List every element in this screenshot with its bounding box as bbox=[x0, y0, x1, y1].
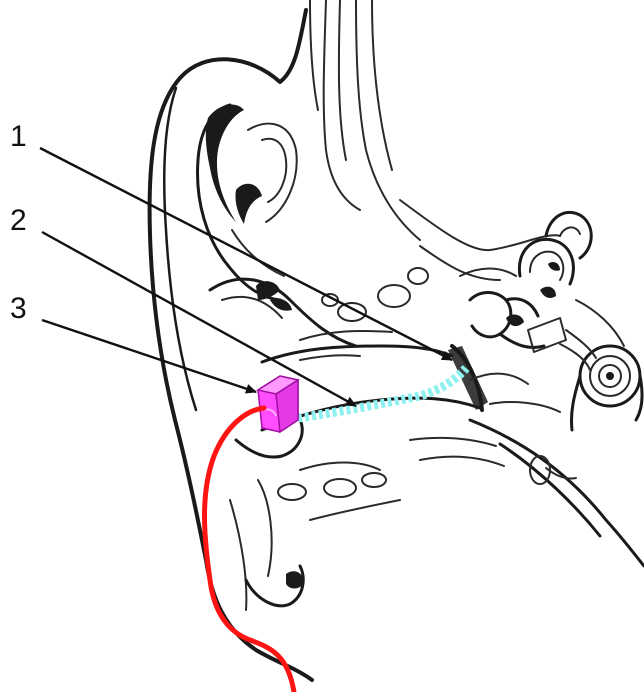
head-contour-lines bbox=[310, 0, 560, 280]
inner-ear bbox=[519, 212, 642, 430]
labels: 1 2 3 bbox=[10, 120, 27, 325]
label-2: 2 bbox=[10, 204, 27, 237]
label-1: 1 bbox=[10, 120, 27, 153]
middle-ear bbox=[410, 269, 644, 567]
pointer-line-3 bbox=[42, 320, 256, 392]
pointer-line-1 bbox=[40, 148, 452, 360]
pinna-outline bbox=[150, 10, 356, 680]
device-box bbox=[258, 376, 298, 432]
label-3: 3 bbox=[10, 292, 27, 325]
